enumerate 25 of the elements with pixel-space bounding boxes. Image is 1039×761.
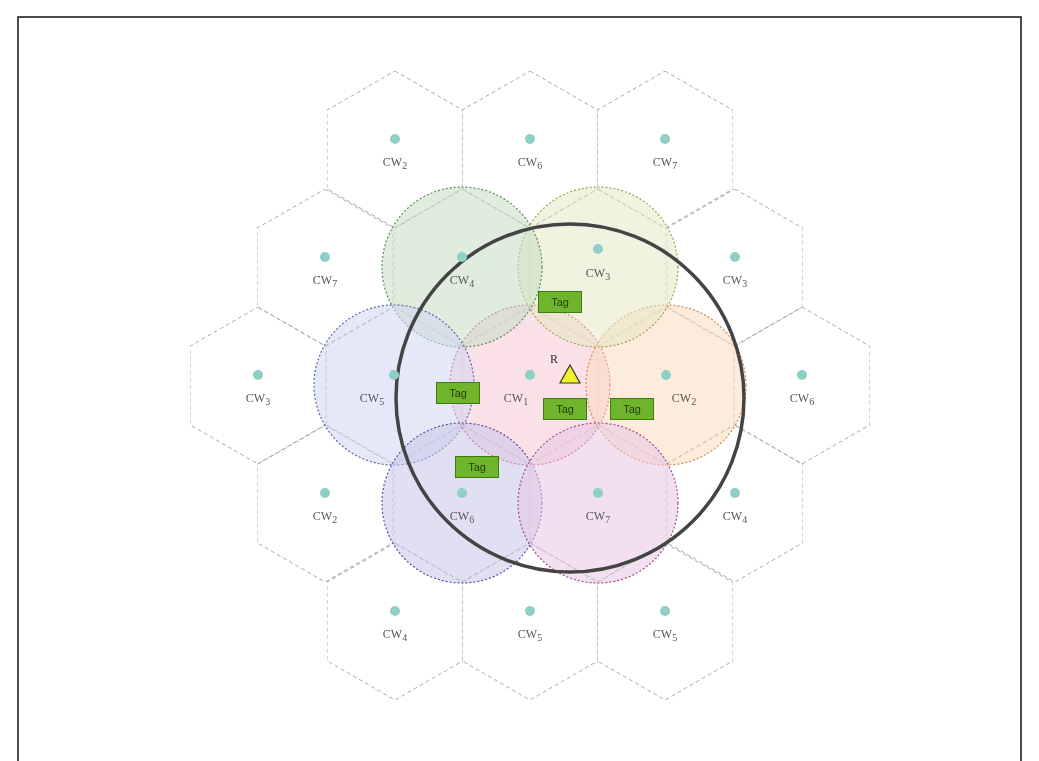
node-label: R [550,353,558,366]
cell-label: CW$_{2}$ [671,390,697,408]
cell-label: CW$_{2}$ [312,508,338,526]
cell-label: CW$_{1}$ [503,390,529,408]
tag-box: Tag [455,456,499,478]
cell-label: CW$_{2}$ [382,154,408,172]
cell-label: CW$_{5}$ [359,390,385,408]
cell-label: CW$_{3}$ [245,390,271,408]
cell-label: CW$_{7}$ [585,508,611,526]
cell-label: CW$_{5}$ [517,626,543,644]
cell-label: CW$_{4}$ [382,626,408,644]
cell-label: CW$_{6}$ [517,154,543,172]
tag-box: Tag [543,398,587,420]
cell-label: CW$_{4}$ [449,272,475,290]
cell-label: CW$_{6}$ [789,390,815,408]
tag-box: Tag [610,398,654,420]
cell-label: CW$_{4}$ [722,508,748,526]
cell-label: CW$_{5}$ [652,626,678,644]
cell-label: CW$_{3}$ [722,272,748,290]
tag-box: Tag [538,291,582,313]
cell-label: CW$_{7}$ [312,272,338,290]
cell-label: CW$_{6}$ [449,508,475,526]
cell-label: CW$_{7}$ [652,154,678,172]
tag-box: Tag [436,382,480,404]
cell-label: CW$_{3}$ [585,265,611,283]
